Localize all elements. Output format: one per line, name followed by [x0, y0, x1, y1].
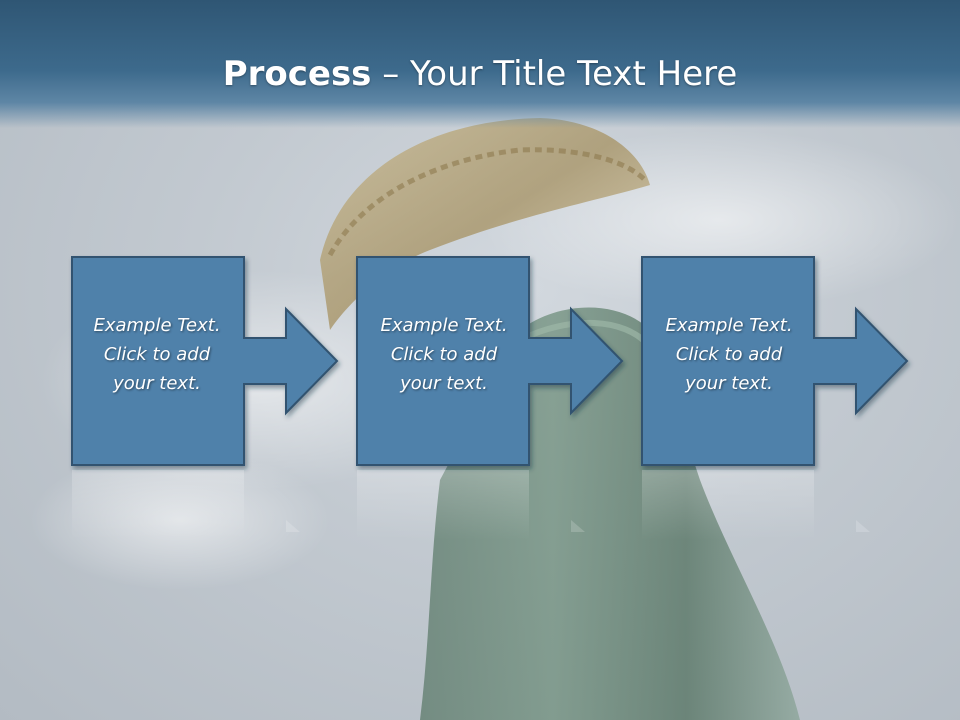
step-1-line-1: Example Text.	[93, 315, 221, 336]
bottle-cap	[320, 118, 650, 330]
process-step-3-text[interactable]: Example Text. Click to add your text.	[644, 311, 814, 398]
step-3-line-2: Click to add	[675, 344, 783, 365]
process-step-2-text[interactable]: Example Text. Click to add your text.	[359, 311, 529, 398]
step-2-line-1: Example Text.	[380, 315, 508, 336]
slide-title[interactable]: Process – Your Title Text Here	[0, 52, 960, 96]
process-step-3-reflection	[642, 470, 814, 540]
header-band	[0, 0, 960, 128]
step-2-line-2: Click to add	[390, 344, 498, 365]
process-step-2-arrow-reflection	[571, 520, 585, 532]
process-step-1-reflection	[72, 470, 244, 540]
process-step-3-arrow-reflection	[856, 520, 870, 532]
process-step-1-text[interactable]: Example Text. Click to add your text.	[72, 311, 242, 398]
process-step-3-shape	[641, 256, 909, 466]
process-step-1-shape	[71, 256, 339, 466]
title-rest: – Your Title Text Here	[371, 54, 738, 94]
cap-crimp	[327, 147, 647, 257]
step-3-line-1: Example Text.	[665, 315, 793, 336]
process-step-2-reflection	[357, 470, 529, 540]
bottle-lip	[518, 319, 651, 348]
title-bold: Process	[222, 54, 372, 94]
step-2-line-3: your text.	[400, 373, 488, 394]
step-1-line-3: your text.	[113, 373, 201, 394]
process-step-2-shape	[356, 256, 624, 466]
step-3-line-3: your text.	[685, 373, 773, 394]
step-1-line-2: Click to add	[103, 344, 211, 365]
process-step-1-arrow-reflection	[286, 520, 300, 532]
